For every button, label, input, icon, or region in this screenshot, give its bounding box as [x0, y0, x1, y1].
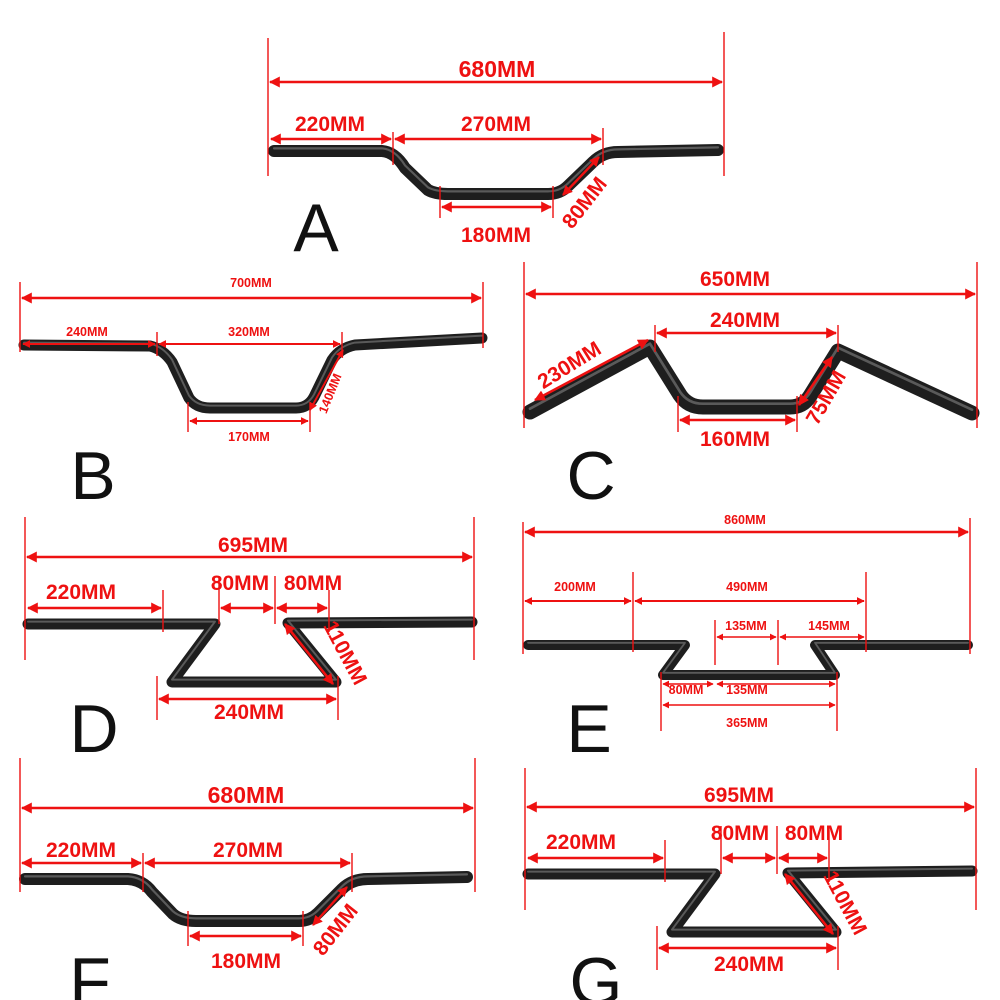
handlebar-tube: [18, 332, 488, 414]
handlebar-tube: [19, 871, 473, 927]
dimension-label: 270MM: [461, 113, 531, 136]
dimension-label: 700MM: [230, 276, 272, 290]
dimension-label: 680MM: [459, 56, 536, 82]
dimension-label: 695MM: [218, 534, 288, 557]
dimension-label: 135MM: [725, 619, 767, 633]
dimension-arrow: [283, 623, 335, 685]
dimension-label: 200MM: [554, 580, 596, 594]
dimension-label: 220MM: [546, 831, 616, 854]
dimension-label: 490MM: [726, 580, 768, 594]
dimension-label: 270MM: [213, 839, 283, 862]
dimension-label: 180MM: [461, 224, 531, 247]
dimension-label: 80MM: [785, 822, 843, 845]
dimension-arrow: [309, 349, 344, 411]
dimension-label: 80MM: [211, 572, 269, 595]
dimension-label: 240MM: [66, 325, 108, 339]
panel-letter: E: [566, 691, 611, 767]
panel-letter: D: [69, 691, 118, 767]
dimension-label: 320MM: [228, 325, 270, 339]
handlebar-highlight: [527, 641, 969, 674]
handlebar-highlight: [527, 867, 973, 931]
dimension-label: 145MM: [808, 619, 850, 633]
dimension-label: 860MM: [724, 513, 766, 527]
dimension-label: 80MM: [284, 572, 342, 595]
dimension-label: 240MM: [214, 701, 284, 724]
dimension-label: 220MM: [295, 113, 365, 136]
handlebar-tube: [522, 865, 978, 938]
handlebar-highlight: [272, 146, 720, 193]
panel-e: 860MM 200MM 490MM 135MM 145MM 80MM 135MM 365MM E: [522, 513, 973, 767]
dimension-label: 695MM: [704, 784, 774, 807]
dimension-label: 680MM: [208, 782, 285, 808]
handlebar-highlight: [23, 873, 469, 920]
dimension-label: 180MM: [211, 950, 281, 973]
dimension-arrow: [312, 886, 348, 926]
dimension-label: 240MM: [714, 953, 784, 976]
dimension-arrow: [534, 338, 649, 402]
dimension-arrow: [783, 873, 835, 935]
dimension-label: 80MM: [711, 822, 769, 845]
dimension-label: 80MM: [669, 683, 704, 697]
panel-letter: A: [293, 190, 339, 266]
dimension-arrow: [797, 356, 834, 406]
dimension-arrow: [562, 156, 600, 196]
dimension-label: 365MM: [726, 716, 768, 730]
panel-letter: C: [566, 438, 615, 514]
handlebar-tube: [268, 144, 724, 200]
panel-letter: B: [70, 438, 115, 514]
dimension-label: 160MM: [700, 428, 770, 451]
dimension-label: 650MM: [700, 268, 770, 291]
handlebar-highlight: [27, 618, 473, 681]
dimension-label: 170MM: [228, 430, 270, 444]
dimension-label: 220MM: [46, 581, 116, 604]
dimension-label: 135MM: [726, 683, 768, 697]
panel-letter: G: [570, 944, 623, 1000]
dimension-label: 240MM: [710, 309, 780, 332]
handlebar-tube: [523, 640, 973, 680]
dimension-label: 220MM: [46, 839, 116, 862]
panel-letter: F: [69, 944, 111, 1000]
handlebar-tube: [22, 616, 478, 688]
